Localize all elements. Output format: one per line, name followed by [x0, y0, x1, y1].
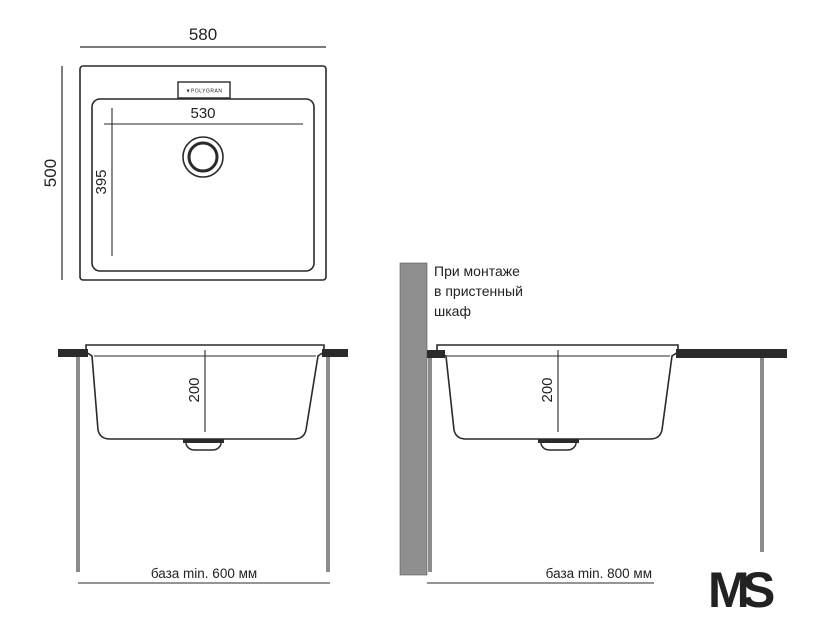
sink-outer-outline	[79, 65, 327, 281]
brand-plate	[177, 81, 231, 99]
drain-flange-front	[183, 439, 224, 443]
side-cabinet-left	[428, 358, 432, 572]
ms-logo: M S	[708, 562, 775, 618]
countertop-right	[322, 349, 348, 357]
height-label: 500	[41, 159, 60, 187]
side-note-line-1: При монтаже	[434, 263, 520, 279]
countertop-left	[58, 349, 88, 357]
drain-outer-ring	[182, 136, 224, 178]
side-note-line-2: в пристенный	[434, 283, 523, 299]
bowl-outline	[91, 98, 315, 272]
side-depth-label: 200	[539, 377, 556, 402]
logo-letter-m: M	[708, 562, 747, 618]
side-base-label: база min. 800 мм	[546, 566, 652, 581]
logo-letter-s: S	[742, 562, 775, 618]
width-label: 580	[189, 25, 217, 44]
sink-body-side	[436, 344, 679, 440]
bowl-depth-label: 395	[93, 169, 110, 194]
cabinet-side-left	[76, 357, 80, 572]
cabinet-side-right	[326, 357, 330, 572]
top-view: 580 500 ▼POLYGRAN 530 395	[41, 25, 327, 281]
front-base-label: база min. 600 мм	[151, 566, 257, 581]
side-countertop-right	[676, 349, 787, 358]
front-depth-label: 200	[186, 377, 203, 402]
side-view: При монтаже в пристенный шкаф 200 база m…	[399, 262, 787, 584]
drain-side	[540, 439, 577, 451]
sink-body-front	[85, 344, 325, 440]
front-view: 200 база min. 600 мм	[58, 344, 348, 584]
drain-flange-side	[538, 439, 579, 443]
side-countertop-left	[427, 350, 445, 358]
drain-front	[185, 439, 222, 451]
wall-panel	[399, 262, 428, 576]
drain-inner-ring	[187, 141, 219, 173]
brand-mark: ▼POLYGRAN	[186, 89, 223, 95]
side-note-line-3: шкаф	[434, 303, 471, 319]
bowl-width-label: 530	[190, 105, 215, 122]
side-cabinet-right	[760, 358, 764, 552]
